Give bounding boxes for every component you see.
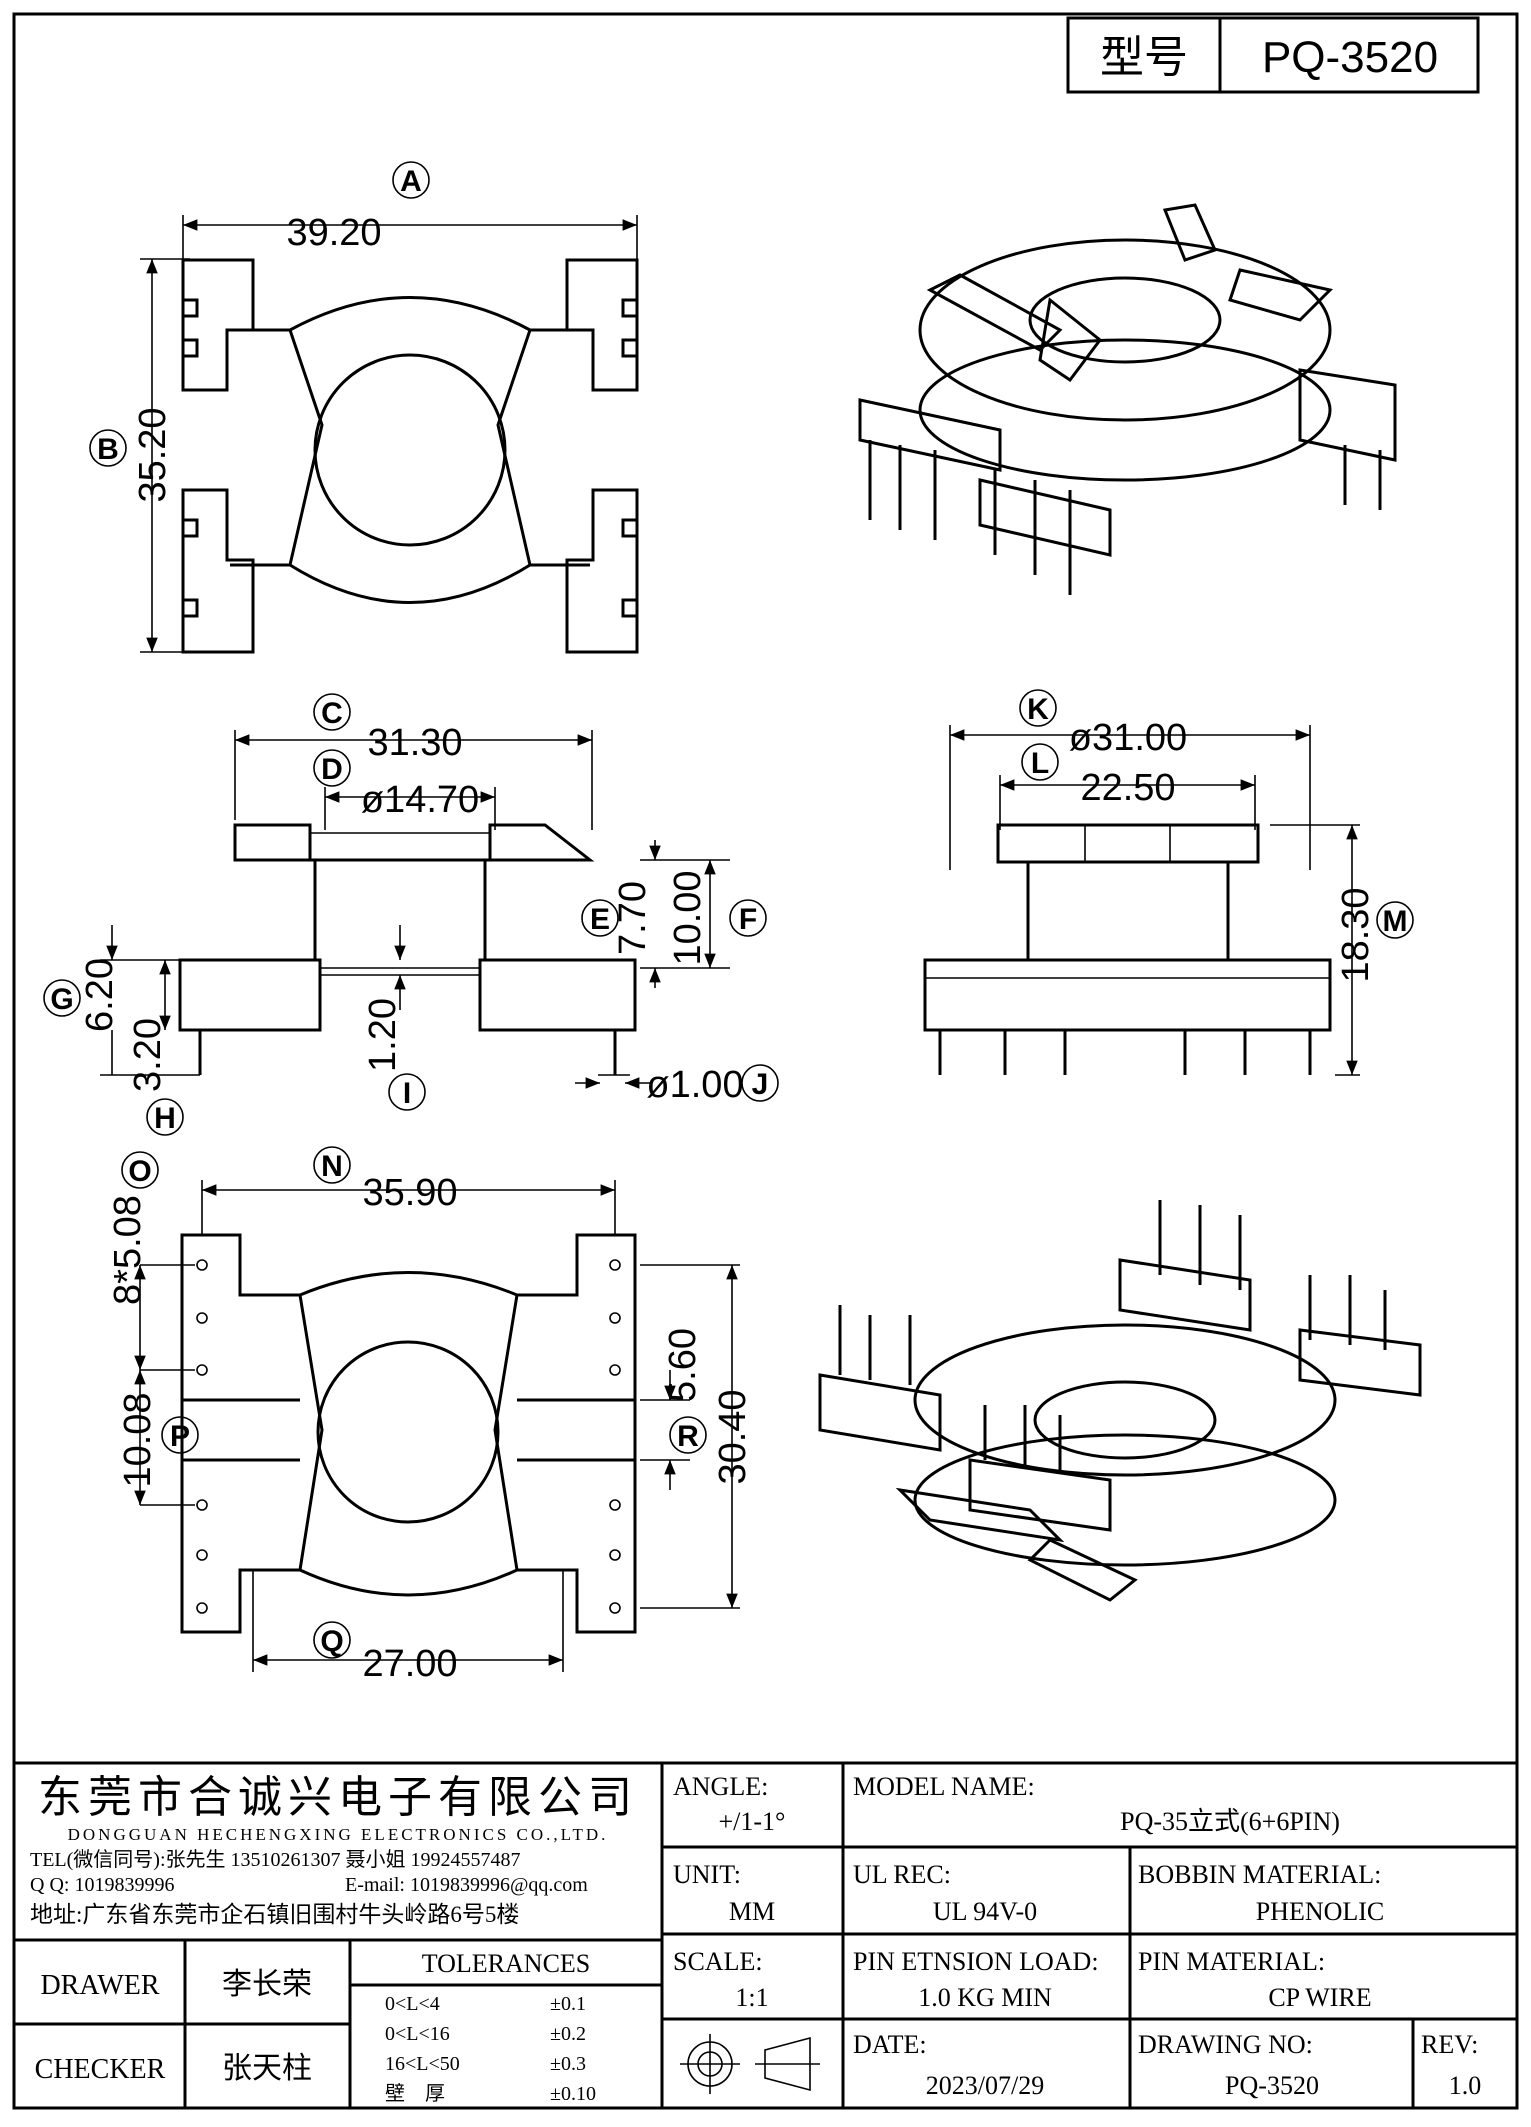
tolerance-value: ±0.3 — [550, 2053, 586, 2075]
rev-label: REV: — [1421, 2030, 1478, 2059]
drawing-no-value: PQ-3520 — [1225, 2071, 1319, 2100]
dim-l-value: 22.50 — [1080, 767, 1175, 809]
tolerances-label: TOLERANCES — [422, 1949, 591, 1978]
dim-e-value: 7.70 — [612, 881, 654, 955]
header-label: 型号 — [1100, 33, 1188, 82]
dim-i-value: 1.20 — [362, 998, 404, 1072]
pin-material-label: PIN MATERIAL: — [1138, 1947, 1325, 1976]
front-view: C 31.30 D ø14.70 E 7.70 F 10.00 — [43, 693, 779, 1136]
tolerance-value: ±0.1 — [550, 1993, 586, 2015]
header-model-box: 型号 PQ-3520 — [1066, 16, 1480, 94]
isometric-view-bottom — [818, 1200, 1422, 1602]
title-block: 东莞市合诚兴电子有限公司 DONGGUAN HECHENGXING ELECTR… — [14, 1761, 1517, 2108]
bottom-view: N 35.90 O 8*5.08 P — [107, 1146, 754, 1685]
dim-k-bubble: K — [1027, 693, 1049, 726]
drawing-no-label: DRAWING NO: — [1138, 2030, 1313, 2059]
dim-b-bubble: B — [97, 433, 119, 466]
bobbin-value: PHENOLIC — [1256, 1897, 1385, 1926]
tolerance-range: 16<L<50 — [385, 2053, 460, 2075]
company-qq: Q Q: 1019839996 — [30, 1874, 174, 1896]
tolerance-range: 0<L<4 — [385, 1993, 440, 2015]
company-name-en: DONGGUAN HECHENGXING ELECTRONICS CO.,LTD… — [68, 1825, 609, 1844]
dim-e-bubble: E — [590, 903, 610, 936]
company-name-cn: 东莞市合诚兴电子有限公司 — [38, 1773, 638, 1822]
company-email: E-mail: 1019839996@qq.com — [345, 1874, 588, 1896]
tolerance-value: ±0.2 — [550, 2023, 586, 2045]
date-value: 2023/07/29 — [926, 2071, 1044, 2100]
dim-q-bubble: Q — [320, 1625, 343, 1658]
dim-a-bubble: A — [400, 165, 422, 198]
dim-o-value: 8*5.08 — [107, 1195, 149, 1305]
checker-value: 张天柱 — [222, 2052, 312, 2085]
dim-l-bubble: L — [1031, 747, 1049, 780]
checker-label: CHECKER — [35, 2054, 166, 2085]
bobbin-label: BOBBIN MATERIAL: — [1138, 1860, 1381, 1889]
dim-o-bubble: O — [128, 1155, 151, 1188]
tolerance-range: 0<L<16 — [385, 2023, 450, 2045]
dim-j-bubble: J — [752, 1068, 769, 1101]
pin-material-value: CP WIRE — [1268, 1983, 1371, 2012]
dim-f-bubble: F — [739, 903, 757, 936]
isometric-view-top — [858, 203, 1397, 595]
dim-g-value: 6.20 — [79, 958, 121, 1032]
dim-m-bubble: M — [1383, 905, 1408, 938]
dim-p-value: 10.08 — [117, 1392, 159, 1487]
dim-d-bubble: D — [321, 753, 343, 786]
company-address: 地址:广东省东莞市企石镇旧围村牛头岭路6号5楼 — [30, 1902, 519, 1927]
sheet-border — [12, 12, 1519, 2110]
drawer-value: 李长荣 — [222, 1968, 312, 2001]
dim-p-bubble: P — [170, 1420, 190, 1453]
ul-label: UL REC: — [853, 1860, 951, 1889]
dim-h-value: 3.20 — [127, 1018, 169, 1092]
model-name-label: MODEL NAME: — [853, 1772, 1035, 1801]
dim-c-bubble: C — [321, 697, 343, 730]
ul-value: UL 94V-0 — [933, 1897, 1037, 1926]
dim-f-value: 10.00 — [667, 870, 709, 965]
pin-tension-value: 1.0 KG MIN — [918, 1983, 1052, 2012]
dim-j-value: ø1.00 — [646, 1064, 743, 1106]
dim-n-bubble: N — [321, 1150, 343, 1183]
dim-n-value: 35.90 — [362, 1172, 457, 1214]
company-tel: TEL(微信同号):张先生 13510261307 聂小姐 1992455748… — [30, 1848, 521, 1871]
dim-m-value: 18.30 — [1335, 887, 1377, 982]
projection-symbol — [680, 2034, 820, 2094]
dim-g-bubble: G — [50, 983, 73, 1016]
angle-value: +/1-1° — [719, 1807, 786, 1836]
dim-r-bubble: R — [677, 1420, 699, 1453]
scale-label: SCALE: — [673, 1947, 763, 1976]
dim-c-value: 31.30 — [367, 722, 462, 764]
dim-i-bubble: I — [403, 1077, 411, 1110]
tolerance-value: ±0.10 — [550, 2083, 596, 2105]
unit-label: UNIT: — [673, 1860, 741, 1889]
rev-value: 1.0 — [1449, 2071, 1482, 2100]
dim-k-value: ø31.00 — [1069, 717, 1187, 759]
dim-s-value: 30.40 — [712, 1389, 754, 1484]
tolerance-range: 壁 厚 — [385, 2082, 445, 2105]
scale-value: 1:1 — [735, 1983, 768, 2012]
top-view: A 39.20 B 35.20 — [89, 161, 639, 654]
side-view: K ø31.00 L 22.50 18.30 M — [923, 689, 1414, 1076]
angle-label: ANGLE: — [673, 1772, 768, 1801]
model-name-value: PQ-35立式(6+6PIN) — [1120, 1807, 1340, 1836]
drawer-label: DRAWER — [40, 1970, 159, 2001]
dim-d-value: ø14.70 — [361, 779, 479, 821]
dim-a-value: 39.20 — [286, 212, 381, 254]
date-label: DATE: — [853, 2030, 927, 2059]
unit-value: MM — [729, 1897, 775, 1926]
header-model: PQ-3520 — [1262, 33, 1438, 82]
dim-r-value: 5.60 — [662, 1328, 704, 1402]
dim-q-value: 27.00 — [362, 1643, 457, 1685]
dim-b-value: 35.20 — [132, 407, 174, 502]
dim-h-bubble: H — [154, 1102, 176, 1135]
pin-tension-label: PIN ETNSION LOAD: — [853, 1947, 1099, 1976]
